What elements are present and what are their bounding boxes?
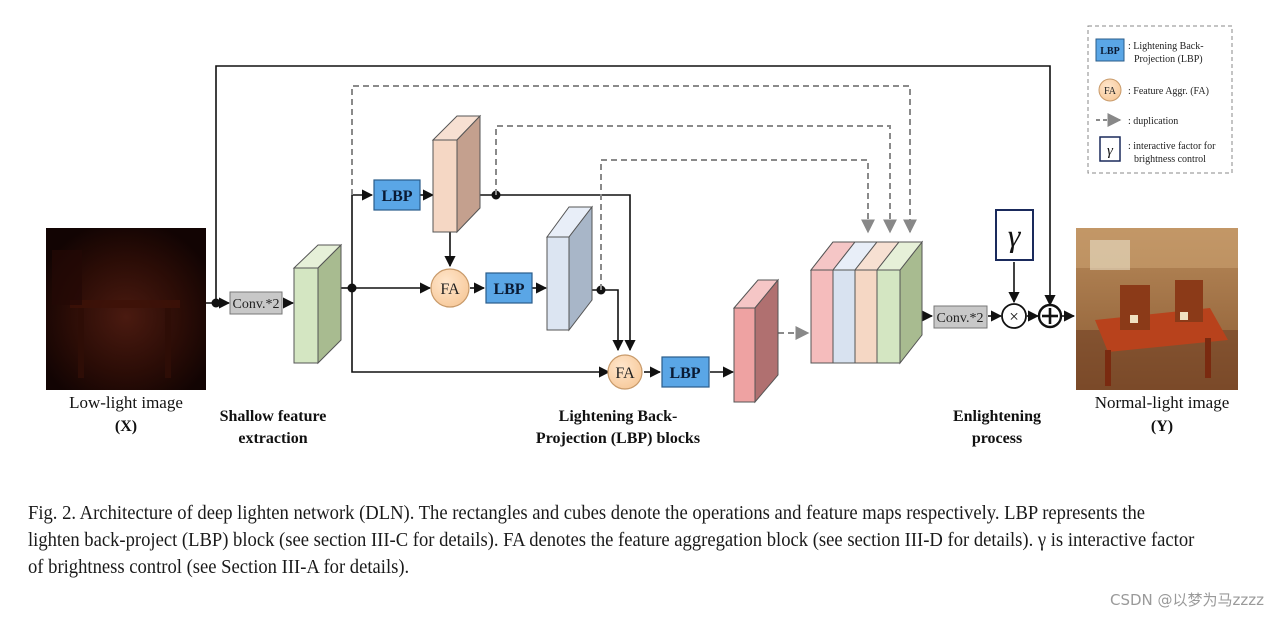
gamma-factor-box: γ bbox=[995, 209, 1034, 261]
output-label: Normal-light image bbox=[1095, 393, 1230, 412]
conv-block-left: Conv.*2 bbox=[229, 291, 283, 315]
svg-text:: Lightening Back-: : Lightening Back- bbox=[1128, 41, 1204, 52]
input-symbol: (X) bbox=[115, 418, 137, 435]
svg-text:FA: FA bbox=[440, 281, 460, 298]
dashed-duplication-lines bbox=[351, 85, 917, 340]
svg-text:LBP: LBP bbox=[493, 281, 524, 298]
legend-gamma: γ : interactive factor for brightness co… bbox=[1099, 136, 1216, 165]
multiply-operator: × bbox=[1001, 303, 1027, 329]
svg-text:LBP: LBP bbox=[1100, 46, 1119, 57]
svg-text:Conv.*2: Conv.*2 bbox=[937, 311, 984, 326]
enlightening-label-2: process bbox=[972, 430, 1022, 447]
diagram-labels: Low-light image (X) Shallow feature extr… bbox=[69, 393, 1229, 447]
svg-text:: Feature Aggr. (FA): : Feature Aggr. (FA) bbox=[1128, 86, 1209, 97]
legend-duplication: : duplication bbox=[1096, 113, 1178, 127]
shallow-feature-cube bbox=[292, 243, 343, 365]
caption-line-2: lighten back-project (LBP) block (see se… bbox=[28, 529, 1195, 551]
conv-block-right: Conv.*2 bbox=[933, 305, 988, 329]
solid-connections bbox=[206, 65, 1076, 378]
svg-text:γ: γ bbox=[1008, 217, 1022, 253]
svg-text:γ: γ bbox=[1107, 143, 1114, 159]
low-light-image bbox=[46, 228, 206, 390]
caption-line-1: Fig. 2. Architecture of deep lighten net… bbox=[28, 502, 1146, 524]
figure-caption: Fig. 2. Architecture of deep lighten net… bbox=[28, 500, 1195, 581]
fa-block-1: FA bbox=[430, 268, 470, 308]
svg-text:LBP: LBP bbox=[381, 188, 412, 205]
svg-text:Projection (LBP): Projection (LBP) bbox=[1134, 54, 1203, 65]
legend-lbp: LBP : Lightening Back- Projection (LBP) bbox=[1095, 38, 1204, 65]
svg-text:: interactive factor for: : interactive factor for bbox=[1128, 141, 1216, 152]
svg-text:FA: FA bbox=[1104, 86, 1117, 97]
lbp-blocks-label-2: Projection (LBP) blocks bbox=[536, 430, 700, 447]
svg-text:FA: FA bbox=[615, 365, 635, 382]
legend: LBP : Lightening Back- Projection (LBP) … bbox=[1087, 25, 1233, 174]
svg-text:Conv.*2: Conv.*2 bbox=[233, 297, 280, 312]
add-operator bbox=[1037, 303, 1063, 329]
shallow-label-1: Shallow feature bbox=[220, 408, 327, 425]
svg-text:LBP: LBP bbox=[669, 365, 700, 382]
lbp-blocks-label-1: Lightening Back- bbox=[559, 408, 678, 425]
legend-fa: FA : Feature Aggr. (FA) bbox=[1098, 78, 1209, 102]
watermark: CSDN @以梦为马zzzz bbox=[1109, 591, 1264, 609]
svg-text:brightness control: brightness control bbox=[1134, 154, 1206, 165]
caption-line-3: of brightness control (see Section III-A… bbox=[28, 556, 410, 578]
output-symbol: (Y) bbox=[1151, 418, 1173, 435]
input-label: Low-light image bbox=[69, 393, 183, 412]
svg-text:: duplication: : duplication bbox=[1128, 116, 1178, 127]
junction-dots bbox=[211, 190, 606, 308]
lbp3-feature-cube bbox=[732, 278, 780, 404]
concatenated-feature-cube bbox=[809, 240, 924, 365]
lbp-block-3: LBP bbox=[661, 356, 710, 388]
svg-text:×: × bbox=[1009, 307, 1019, 326]
lbp-block-2: LBP bbox=[485, 272, 533, 304]
lbp2-feature-cube bbox=[546, 205, 594, 332]
shallow-label-2: extraction bbox=[238, 430, 307, 447]
enlightening-label-1: Enlightening bbox=[953, 408, 1041, 425]
fa-block-2: FA bbox=[607, 354, 643, 390]
normal-light-image bbox=[1076, 228, 1238, 390]
lbp1-feature-cube bbox=[431, 114, 482, 234]
lbp-block-1: LBP bbox=[373, 179, 421, 211]
